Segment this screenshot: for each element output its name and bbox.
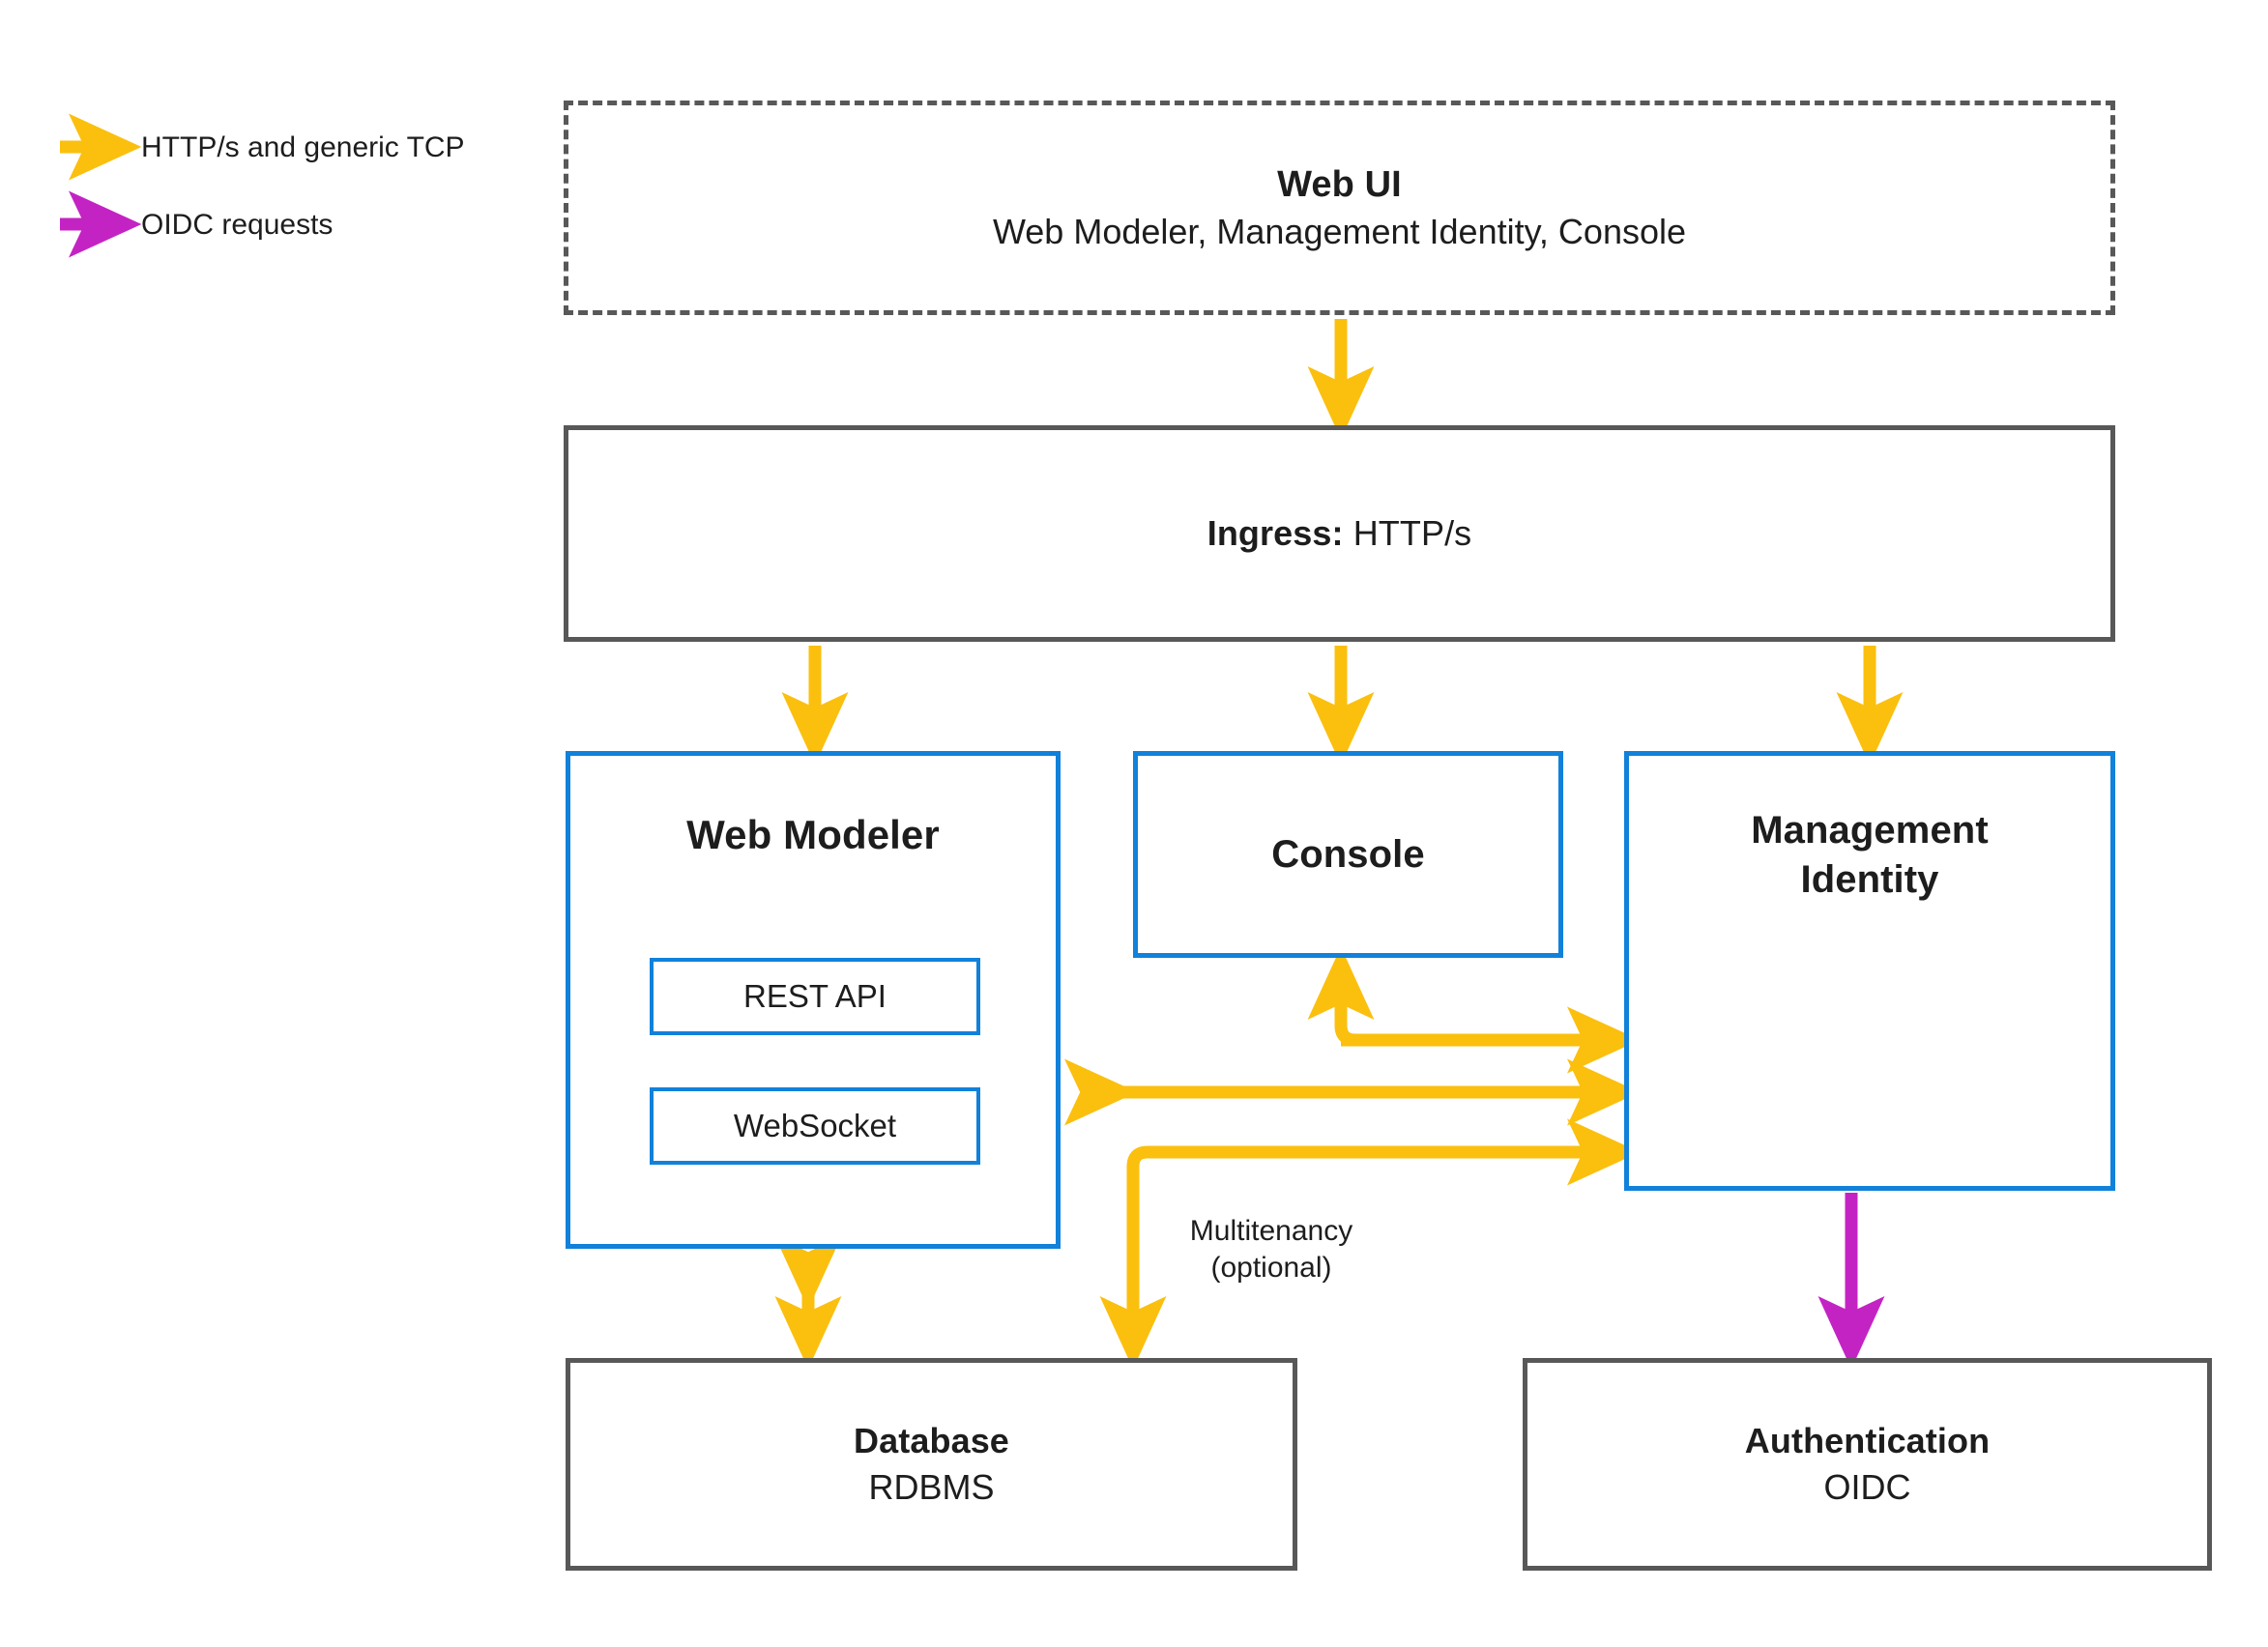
node-web-ui: Web UI Web Modeler, Management Identity,… [564, 101, 2115, 315]
node-rest-api-label: REST API [743, 978, 887, 1014]
edge-label-multitenancy: Multitenancy (optional) [1189, 1215, 1353, 1285]
node-ingress: Ingress: HTTP/s [564, 425, 2115, 642]
node-web-modeler-title: Web Modeler [686, 812, 940, 857]
legend-label-oidc: OIDC requests [141, 208, 334, 241]
node-console: Console [1133, 751, 1563, 958]
node-ingress-title: Ingress: HTTP/s [1207, 513, 1472, 554]
node-management-identity-title: Management Identity [1751, 806, 1989, 905]
arrow-right-icon [58, 128, 120, 166]
arrow-right-icon [58, 205, 120, 244]
node-ingress-title-label: Ingress: [1207, 513, 1344, 553]
node-web-ui-title: Web UI [1277, 163, 1402, 205]
node-web-ui-subtitle: Web Modeler, Management Identity, Consol… [992, 211, 1687, 251]
node-ingress-subtitle: HTTP/s [1352, 513, 1472, 553]
node-authentication-title: Authentication [1744, 1421, 1991, 1460]
node-management-identity-title-line2: Identity [1800, 858, 1939, 902]
node-database: Database RDBMS [566, 1358, 1297, 1571]
legend-item-oidc: OIDC requests [58, 205, 333, 244]
node-websocket-label: WebSocket [733, 1108, 897, 1143]
node-authentication: Authentication OIDC [1523, 1358, 2212, 1571]
node-database-subtitle: RDBMS [868, 1467, 995, 1507]
node-authentication-subtitle: OIDC [1823, 1467, 1911, 1507]
legend-item-http: HTTP/s and generic TCP [58, 128, 465, 166]
edge-console-to-mgmt-identity [1307, 946, 1605, 1047]
node-management-identity: Management Identity [1624, 751, 2115, 1191]
legend-label-http: HTTP/s and generic TCP [141, 130, 465, 163]
node-websocket: WebSocket [650, 1087, 980, 1165]
node-database-title: Database [854, 1421, 1009, 1460]
node-rest-api: REST API [650, 958, 980, 1035]
node-console-title: Console [1271, 832, 1425, 876]
node-management-identity-title-line1: Management [1751, 809, 1989, 852]
